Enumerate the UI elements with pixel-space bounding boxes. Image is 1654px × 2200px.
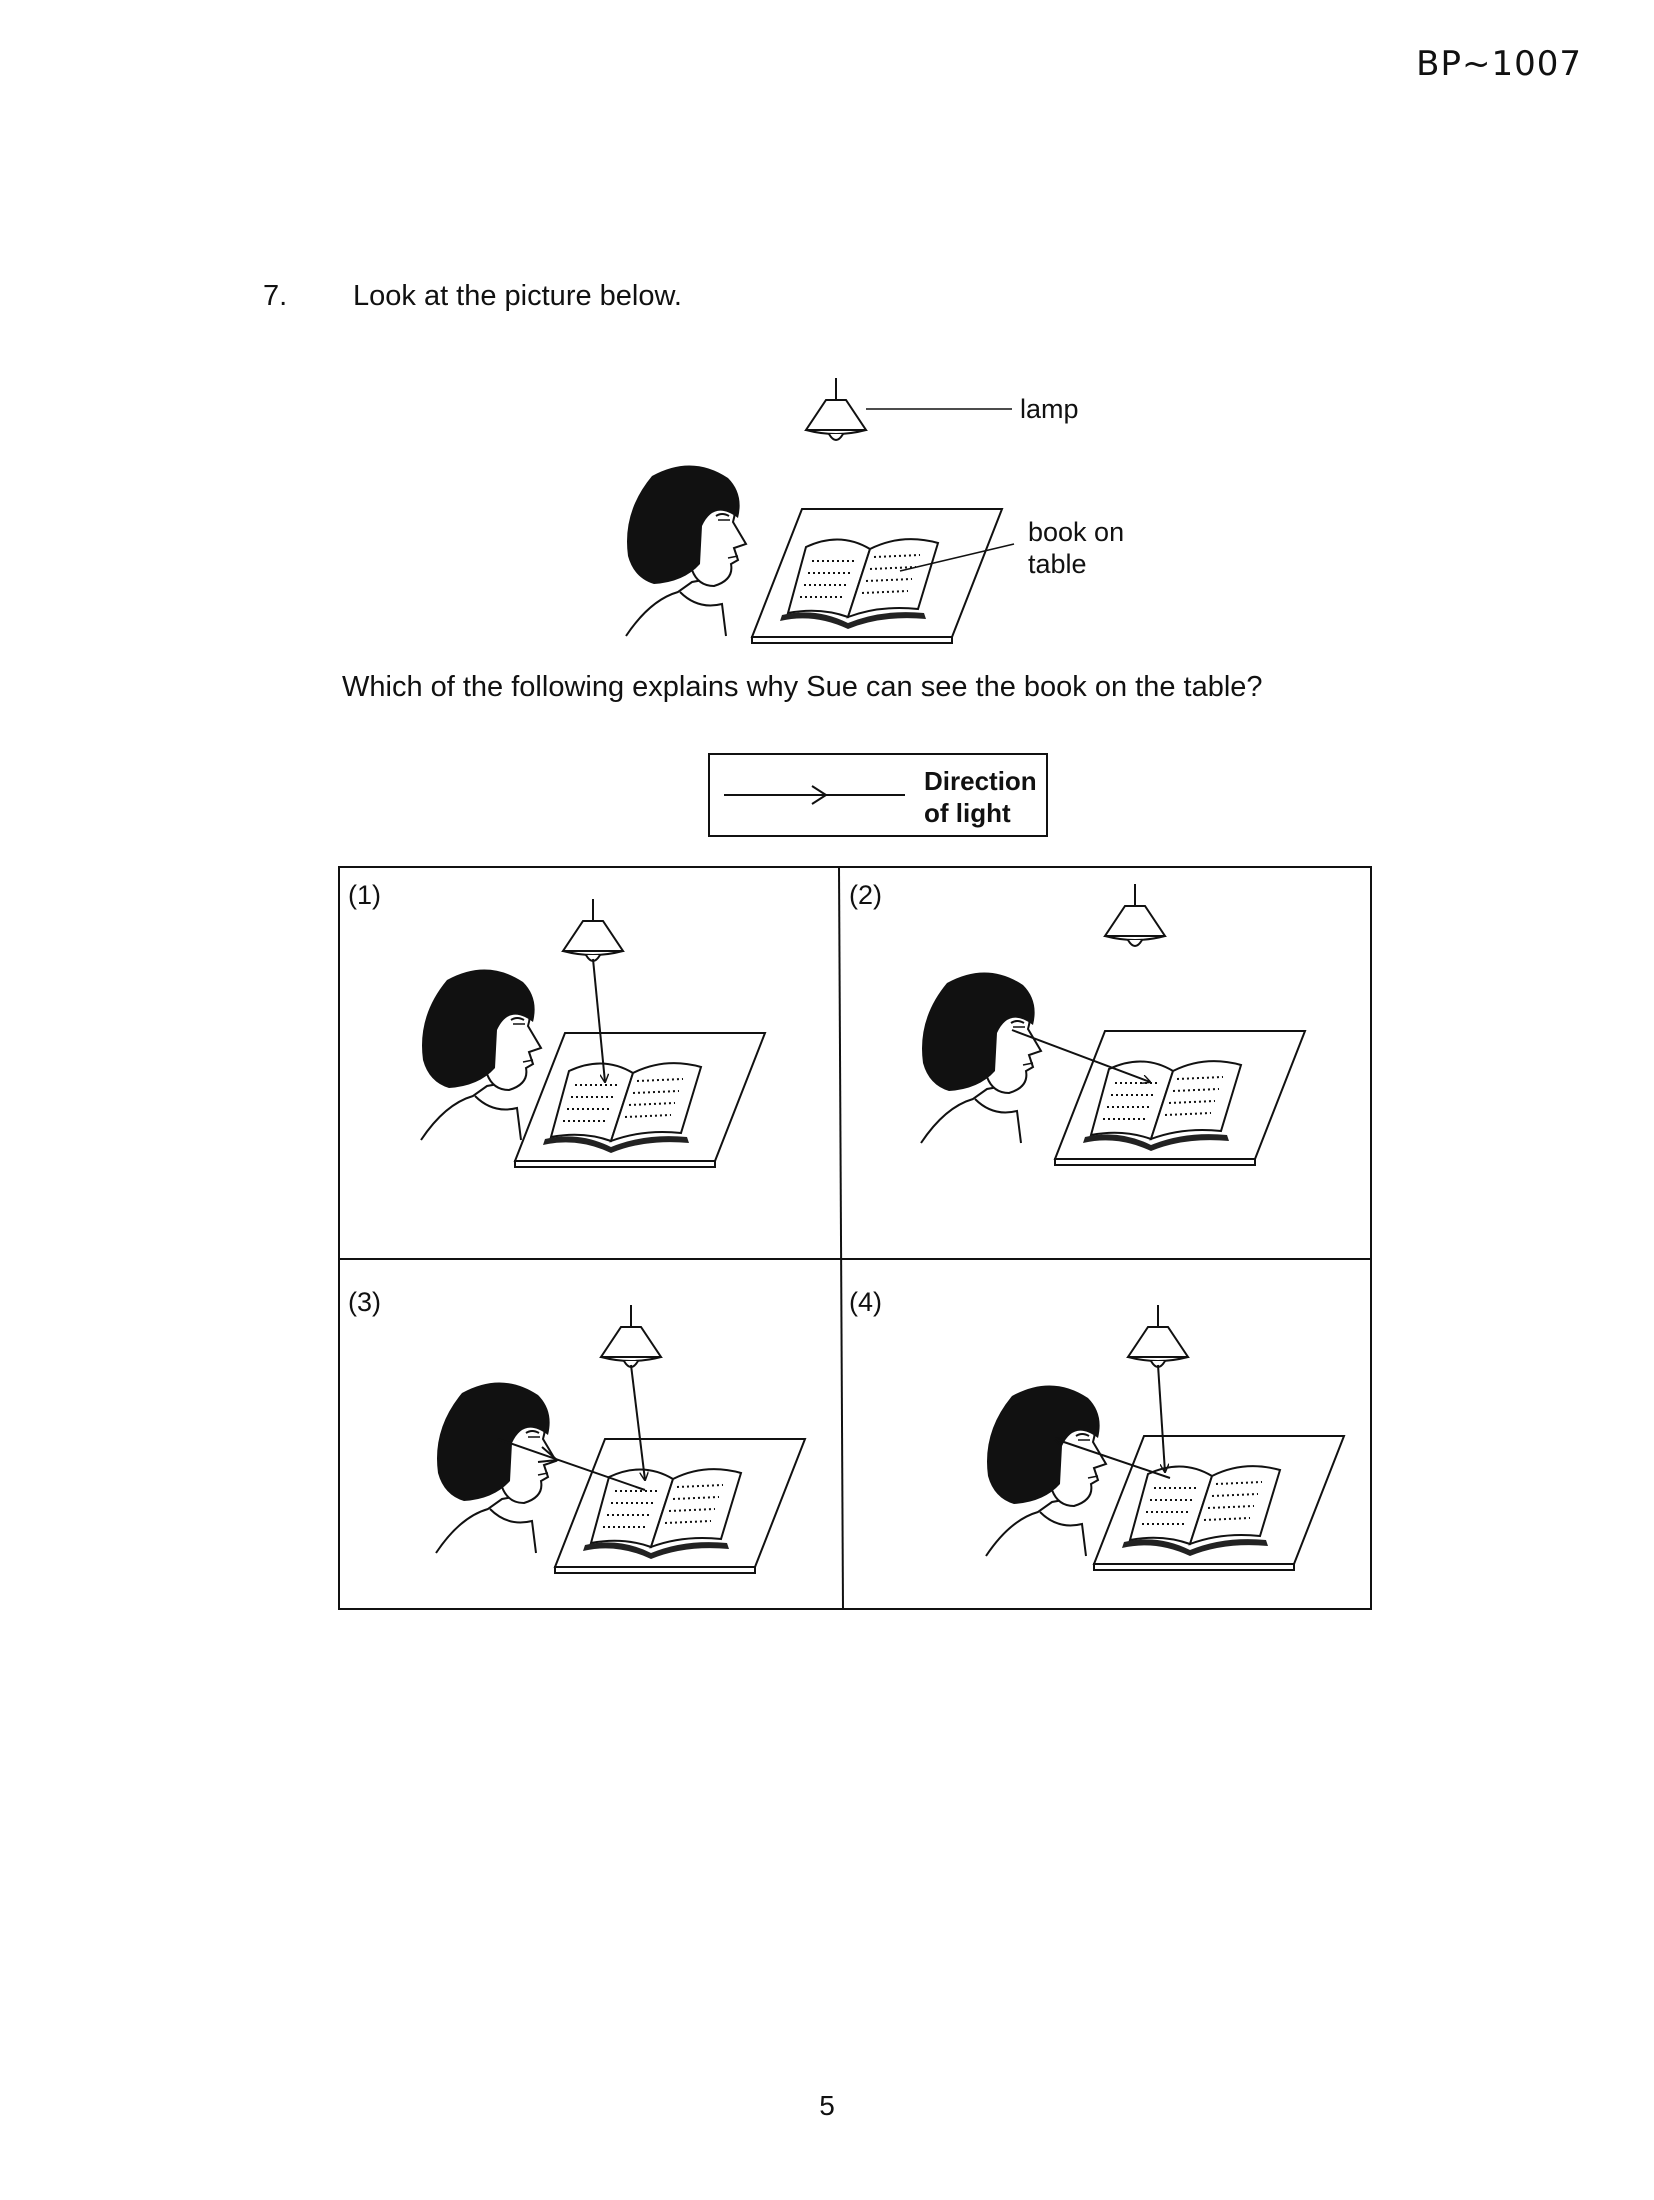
question-number: 7. xyxy=(263,280,288,312)
girl-figure xyxy=(625,464,747,637)
options-grid xyxy=(338,866,1372,1610)
book-label-line2: table xyxy=(1028,549,1087,579)
option-3-label: (3) xyxy=(348,1287,381,1317)
question-intro: Look at the picture below. xyxy=(353,280,682,312)
option-3-eye-to-book-line xyxy=(497,1438,646,1491)
option-3-lamp-to-book-arrow xyxy=(630,1364,645,1480)
page-number: 5 xyxy=(819,2090,835,2121)
option-1-lamp-to-book-arrow xyxy=(592,958,605,1082)
lamp-icon xyxy=(805,377,867,441)
light-legend: Direction of light xyxy=(708,753,1048,837)
book-label-line1: book on xyxy=(1028,517,1124,547)
option-3[interactable]: (3) xyxy=(348,1287,806,1574)
option-4-book-to-eye-arrow xyxy=(1055,1439,1171,1479)
option-2[interactable]: (2) xyxy=(849,880,1306,1166)
document-code: BP~1007 xyxy=(1416,44,1582,84)
table-book-figure xyxy=(751,508,1003,644)
option-2-eye-to-book-arrow xyxy=(1011,1029,1150,1082)
option-1-label: (1) xyxy=(348,880,381,910)
legend-line2: of light xyxy=(924,798,1011,828)
option-4-label: (4) xyxy=(849,1287,882,1317)
option-1[interactable]: (1) xyxy=(348,880,766,1168)
book-label-line xyxy=(899,543,1015,572)
question-text: Which of the following explains why Sue … xyxy=(342,671,1263,703)
option-2-label: (2) xyxy=(849,880,882,910)
option-4-lamp-to-book-arrow xyxy=(1157,1364,1165,1472)
option-4[interactable]: (4) xyxy=(849,1287,1345,1571)
legend-line1: Direction xyxy=(924,766,1037,796)
main-figure: lamp book on table xyxy=(625,377,1124,644)
lamp-label: lamp xyxy=(1020,394,1079,424)
